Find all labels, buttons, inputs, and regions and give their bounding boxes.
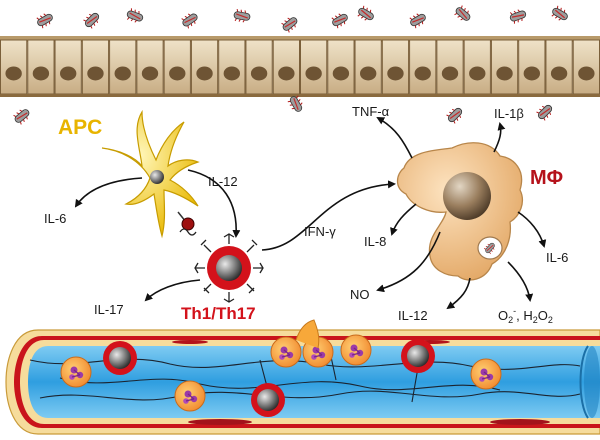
epithelial-nucleus [523, 66, 540, 81]
bacterium-icon [124, 7, 146, 25]
label-no: NO [350, 287, 370, 302]
arrow-il17 [144, 279, 201, 302]
epithelial-nucleus [441, 66, 459, 81]
epithelial-nucleus [5, 66, 22, 81]
bacterium-icon [452, 3, 474, 25]
epithelial-nucleus [332, 66, 350, 81]
th-cell-label: Th1/Th17 [181, 304, 256, 323]
epithelial-nucleus [32, 66, 50, 81]
adherent-neutrophil [340, 334, 372, 366]
label-mp-il12: IL-12 [398, 308, 428, 323]
bacterium-icon [279, 13, 301, 35]
epithelial-nucleus [469, 66, 486, 81]
epithelial-nucleus [223, 66, 240, 81]
bacterium-icon [179, 9, 201, 31]
basement-membrane [0, 94, 600, 97]
bacterium-icon [355, 4, 377, 24]
epithelial-nucleus [250, 66, 268, 81]
label-apc-il12: IL-12 [208, 174, 238, 189]
transmigrating-cell [295, 319, 320, 349]
macrophage-cell [396, 142, 524, 281]
bacterium-icon [534, 101, 556, 123]
epithelial-nucleus [550, 66, 568, 81]
bacterium-icon [11, 105, 33, 127]
th-cell [194, 233, 264, 303]
arrow-mp-il12 [446, 277, 471, 310]
epithelial-nucleus [414, 66, 431, 81]
epithelial-nucleus [387, 66, 404, 81]
label-il8: IL-8 [364, 234, 386, 249]
epithelial-nucleus [305, 66, 322, 81]
label-ros: O2-, H2O2 [498, 306, 553, 325]
arrow-il1b [493, 122, 506, 153]
epithelial-nucleus [278, 66, 295, 81]
label-apc-il6: IL-6 [44, 211, 66, 226]
epithelial-cell [381, 39, 410, 95]
circulating-t-cell [401, 339, 435, 373]
label-tnfa: TNF-α [352, 104, 390, 119]
epithelial-nucleus [169, 66, 186, 81]
adherent-neutrophil [270, 336, 302, 368]
bacterium-icon [407, 10, 429, 30]
bacterium-icon [286, 93, 306, 115]
circulating-t-cell [103, 341, 137, 375]
arrow-mp-il6 [517, 211, 547, 248]
endothelial-nucleus [188, 419, 252, 425]
epithelial-nucleus [196, 66, 213, 81]
circulating-neutrophil [174, 380, 206, 412]
epithelial-nucleus [87, 66, 104, 81]
label-il1b: IL-1β [494, 106, 524, 121]
circulating-t-cell [251, 383, 285, 417]
apc-cell [101, 109, 200, 239]
antigen-icon [181, 217, 195, 231]
label-ifng: IFN-γ [304, 224, 336, 239]
label-mp-il6: IL-6 [546, 250, 568, 265]
epithelial-nucleus [578, 66, 595, 81]
apc-nucleus [150, 170, 164, 184]
bacterium-icon [507, 7, 529, 25]
arrow-apc-il6 [74, 177, 143, 208]
epithelial-nucleus [60, 66, 77, 81]
apc-label: APC [58, 116, 102, 139]
arrow-il8 [390, 203, 417, 236]
brush-border [0, 36, 600, 42]
epithelial-nucleus [141, 66, 159, 81]
macrophage-label: MΦ [530, 167, 563, 189]
arrow-tnfa [376, 117, 413, 159]
bacterium-icon [329, 10, 351, 30]
bacterium-icon [444, 104, 466, 126]
signal-arrows [74, 117, 547, 310]
label-il17: IL-17 [94, 302, 124, 317]
epithelial-layer [0, 36, 600, 97]
circulating-neutrophil [60, 356, 92, 388]
endothelial-nucleus [172, 340, 208, 344]
epithelial-nucleus [496, 66, 513, 81]
bacterium-icon [549, 4, 571, 24]
endothelial-nucleus [490, 419, 550, 425]
blood-vessel [5, 319, 600, 435]
epithelial-cell [545, 39, 573, 95]
bacterium-icon [232, 8, 252, 24]
arrow-ros [507, 261, 534, 302]
epithelial-nucleus [114, 66, 131, 81]
bacterium-icon [34, 10, 56, 30]
macrophage-nucleus [443, 172, 491, 220]
arrow-ifng [261, 180, 396, 251]
luminal-bacteria [34, 3, 571, 35]
circulating-neutrophil [470, 358, 502, 390]
epithelial-nucleus [360, 66, 377, 81]
bacterium-icon [81, 9, 103, 31]
arrow-apc-il12 [187, 169, 241, 238]
arrow-no [376, 231, 441, 293]
cytokine-labels: IL-6 IL-12 IL-17 IFN-γ TNF-α IL-1β IL-8 … [44, 104, 568, 325]
epithelial-cell [54, 39, 82, 95]
